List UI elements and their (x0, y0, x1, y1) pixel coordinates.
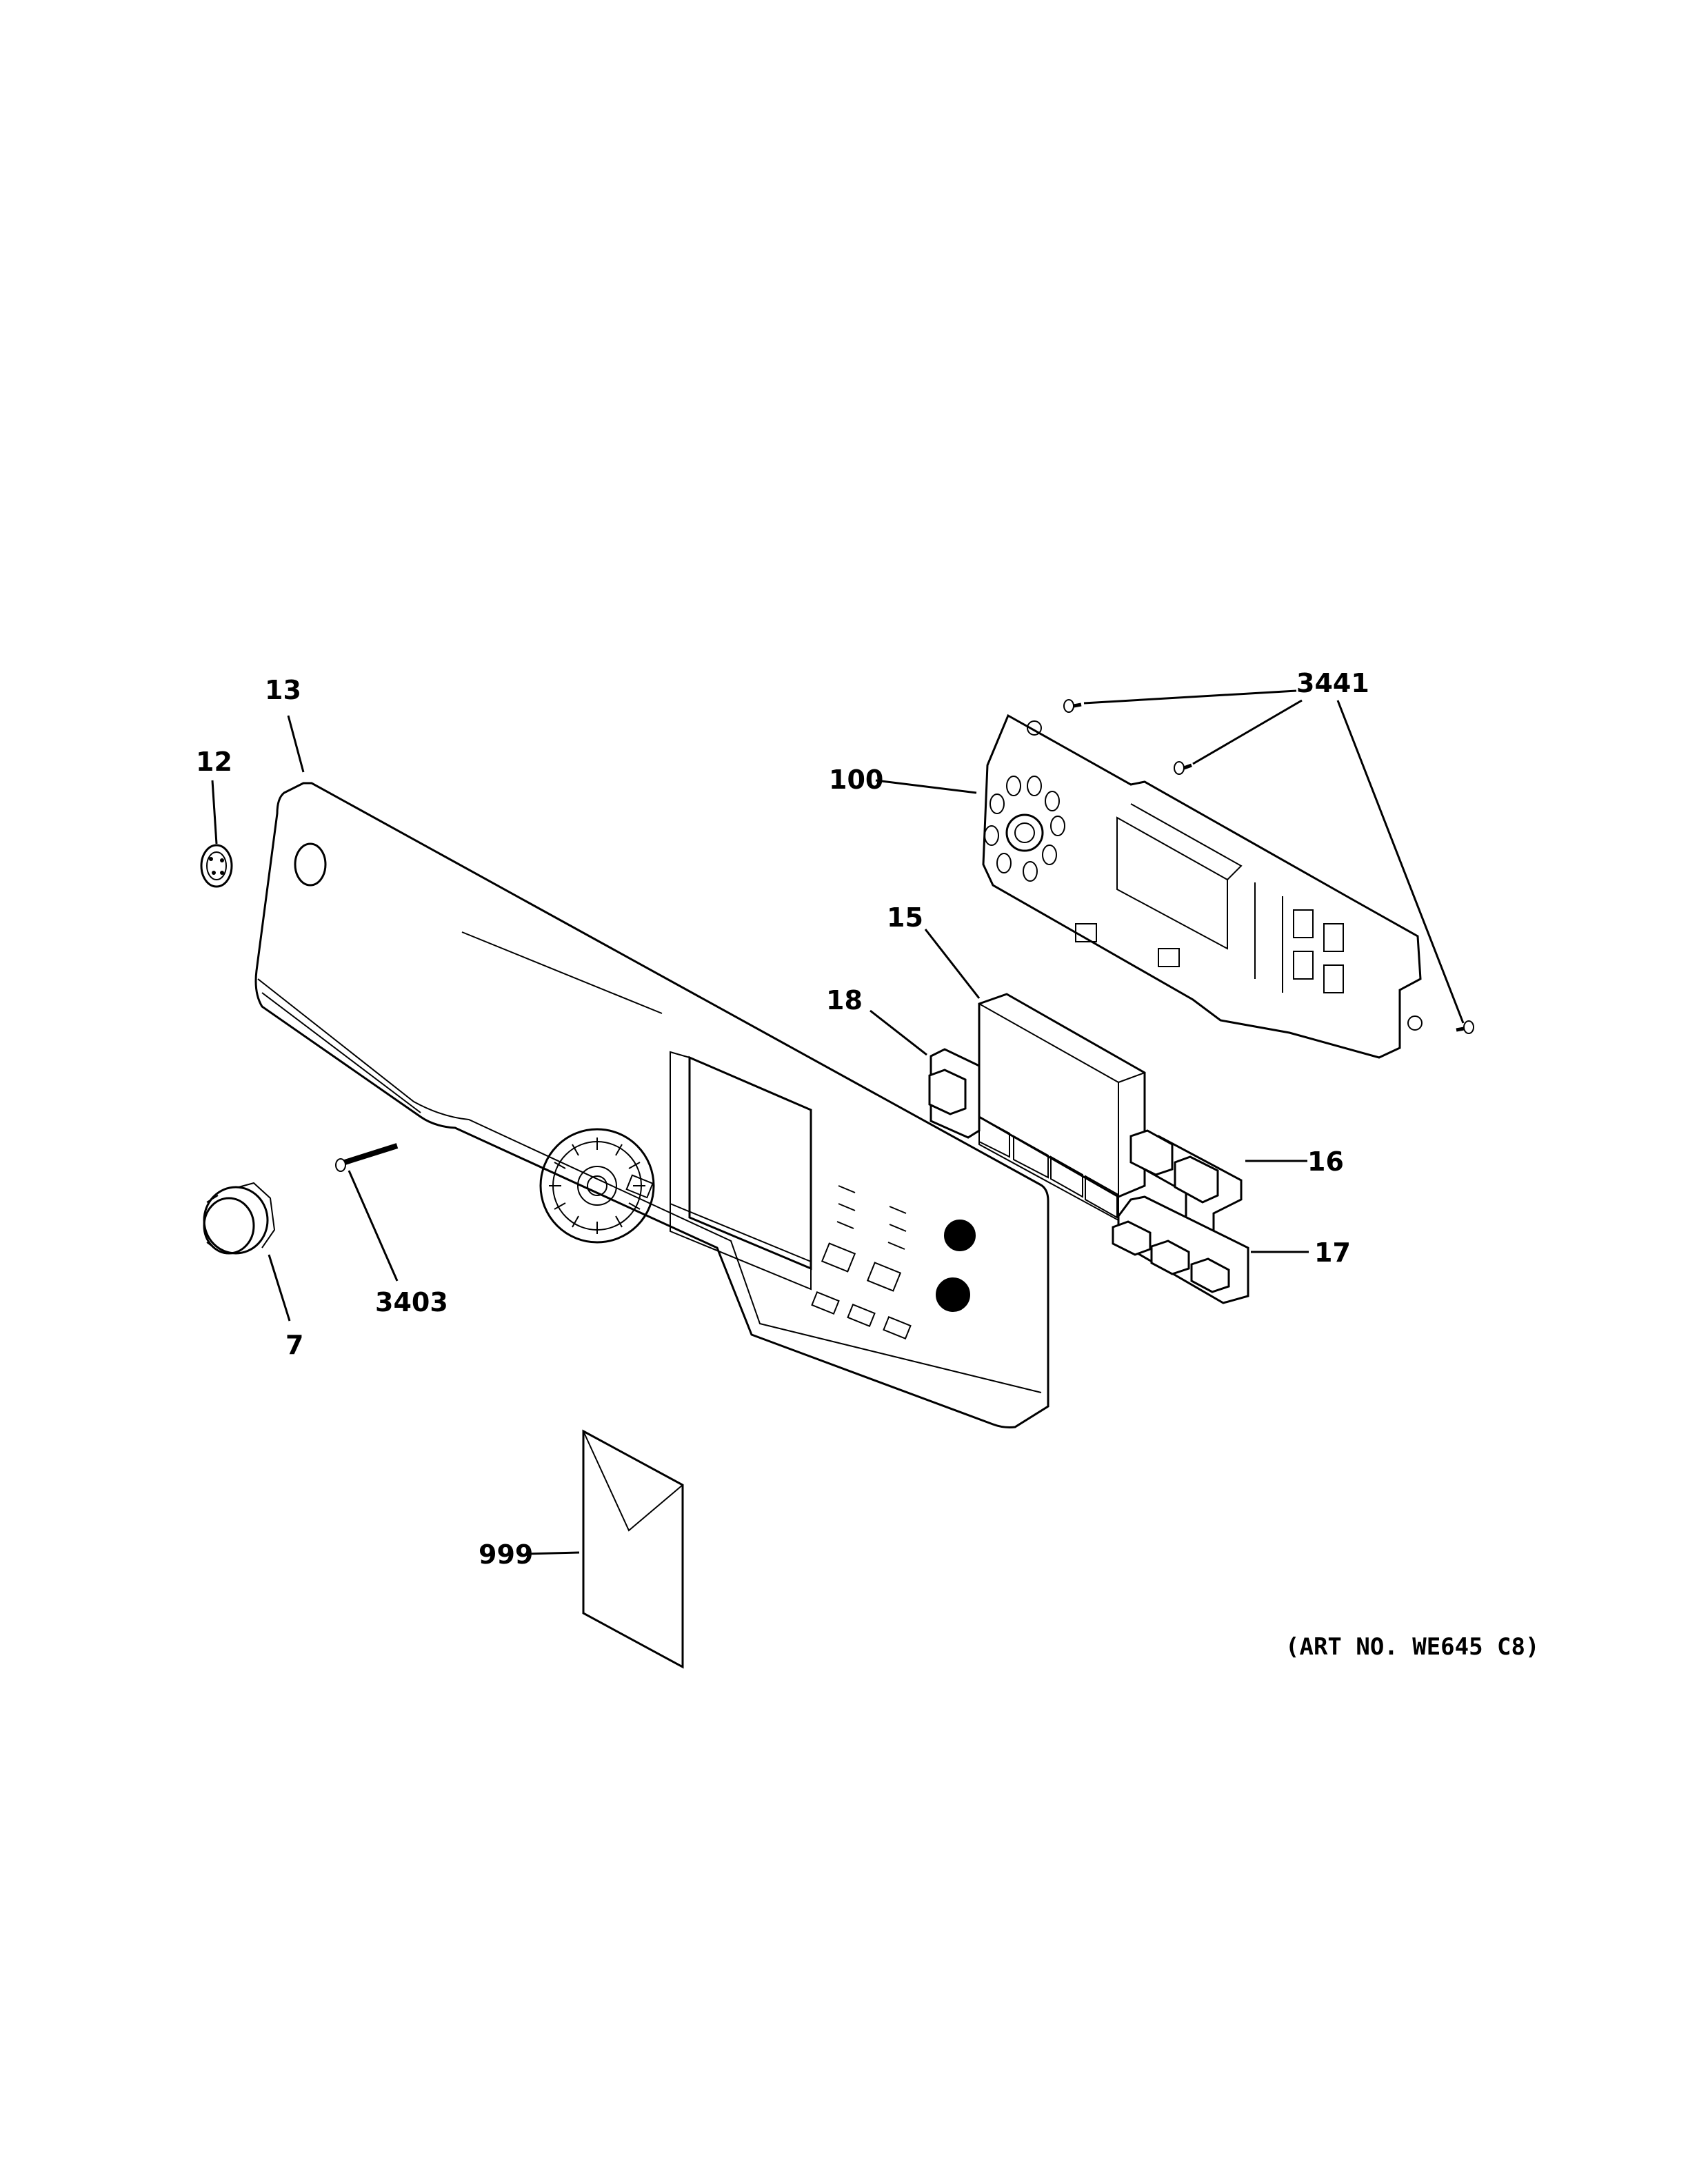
button-18 (928, 1048, 981, 1139)
control-panel-13 (254, 782, 1049, 1428)
knob-7 (203, 1182, 276, 1255)
callout-999: 999 (479, 1539, 533, 1570)
start-pause-button (936, 1277, 970, 1312)
button-bracket-16 (1129, 1129, 1243, 1243)
callout-100: 100 (829, 765, 883, 795)
callout-18: 18 (826, 985, 863, 1015)
screws-3441 (1063, 699, 1474, 1034)
callout-3403: 3403 (375, 1287, 448, 1317)
button-bracket-17 (1112, 1195, 1249, 1304)
callout-7: 7 (285, 1330, 303, 1360)
control-board-100 (982, 714, 1423, 1059)
callout-17: 17 (1314, 1237, 1351, 1268)
display-window (670, 1051, 812, 1291)
callout-13: 13 (265, 675, 301, 705)
callout-12: 12 (196, 747, 232, 777)
callout-15: 15 (887, 902, 923, 933)
panel-buttons (625, 1174, 912, 1339)
leader-lines (211, 689, 1465, 1555)
power-button (944, 1220, 976, 1251)
knob-cap-12 (200, 844, 233, 888)
callout-labels: 13 12 7 3403 999 100 3441 15 18 16 17 (A… (196, 668, 1539, 1661)
callout-3441: 3441 (1296, 668, 1369, 698)
literature-envelope-999 (582, 1429, 684, 1669)
callout-16: 16 (1307, 1146, 1344, 1177)
cycle-dial (539, 1128, 655, 1244)
screw-3403 (335, 1143, 399, 1172)
art-number: (ART NO. WE645 C8) (1285, 1633, 1539, 1661)
